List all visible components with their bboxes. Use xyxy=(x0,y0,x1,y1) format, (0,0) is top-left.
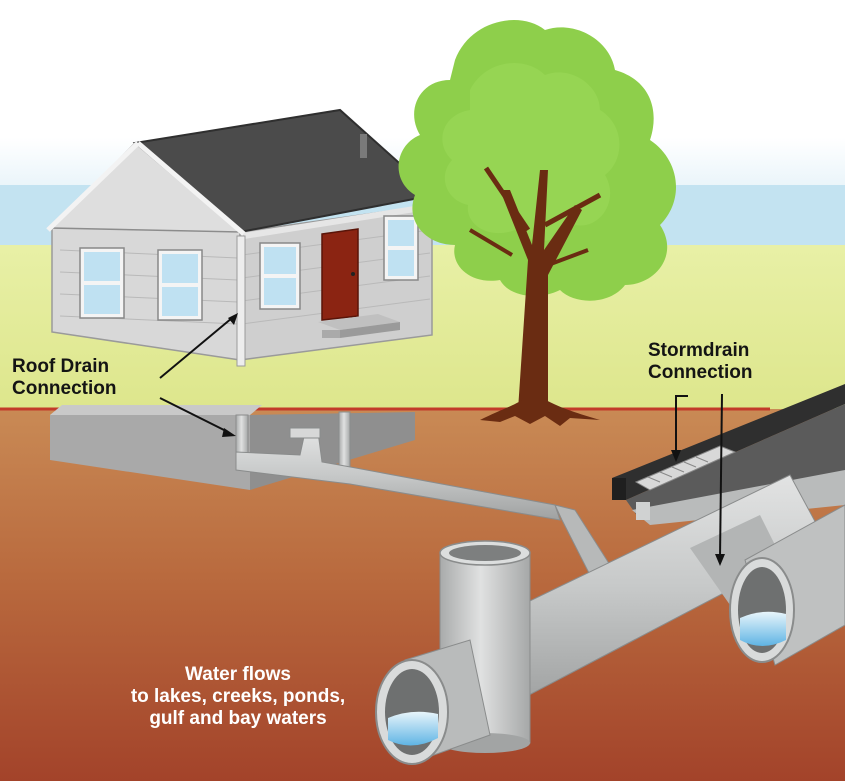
storm-sewer-main xyxy=(469,474,845,706)
house-icon xyxy=(46,108,441,367)
roof-drain-pipe xyxy=(235,411,611,576)
stormdrain-label-line-1: Stormdrain xyxy=(648,340,750,361)
callout-arrows xyxy=(159,313,725,566)
roof-drain-label-line-1: Roof Drain xyxy=(12,356,110,377)
tree-icon xyxy=(398,20,677,426)
storm-grate-icon xyxy=(612,384,845,525)
outfall-pipe-icon xyxy=(375,639,491,765)
downspout-icon xyxy=(236,235,246,367)
water-flows-line-3: gulf and bay waters xyxy=(149,707,327,729)
water-flows-line-1: Water flows xyxy=(185,664,291,685)
roof-drain-label: Roof Drain Connection xyxy=(12,356,117,400)
water-flows-label: Water flows to lakes, creeks, ponds, gul… xyxy=(95,664,381,730)
stormdrain-label: Stormdrain Connection xyxy=(648,340,753,384)
water-flows-line-2: to lakes, creeks, ponds, xyxy=(130,685,346,707)
roof-drain-label-line-2: Connection xyxy=(12,377,117,399)
stormdrain-label-line-2: Connection xyxy=(648,361,753,383)
